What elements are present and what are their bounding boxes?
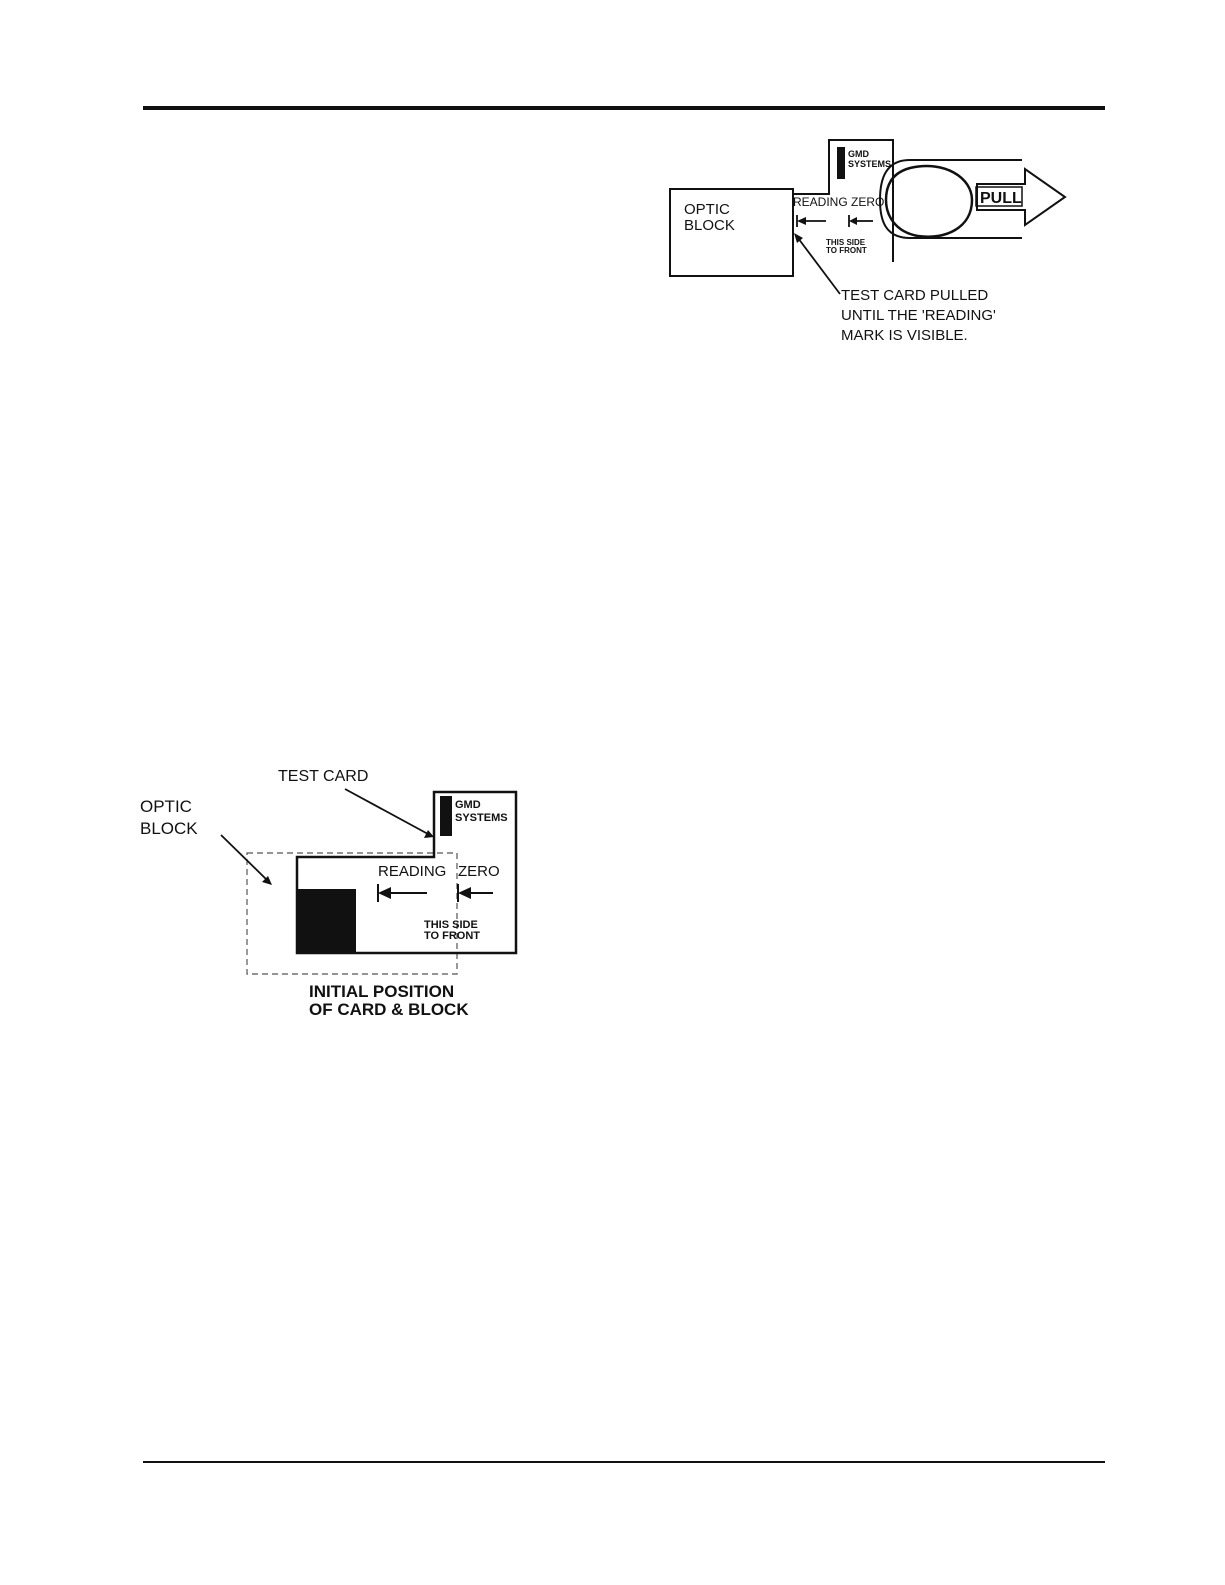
optic-block-label: OPTIC xyxy=(140,797,192,816)
systems-label: SYSTEMS xyxy=(848,159,891,169)
test-card-arrowhead xyxy=(424,830,434,838)
reading-label: READING xyxy=(793,195,848,209)
zero-label: ZERO xyxy=(458,863,500,880)
pull-label: PULL xyxy=(980,190,1022,207)
gmd-label: GMD xyxy=(848,149,869,159)
optic-block-label-2: BLOCK xyxy=(140,819,198,838)
callout-line-2: UNTIL THE 'READING' xyxy=(841,307,996,324)
reading-arrow-icon xyxy=(797,215,826,227)
optic-block-leader xyxy=(221,835,267,880)
optic-block-label: OPTIC xyxy=(684,201,730,218)
gmd-logo-bar xyxy=(837,147,845,179)
finger-hole xyxy=(886,166,972,237)
callout-line-1: TEST CARD PULLED xyxy=(841,287,988,304)
gmd-logo-bar xyxy=(440,796,452,836)
zero-label: ZERO xyxy=(851,195,884,209)
test-card-leader xyxy=(345,789,428,834)
card-window xyxy=(298,889,356,952)
to-front-label: TO FRONT xyxy=(424,930,480,942)
systems-label: SYSTEMS xyxy=(455,812,508,824)
callout-line-3: MARK IS VISIBLE. xyxy=(841,327,968,344)
figure-card-pulled: GMD SYSTEMS OPTIC BLOCK READING ZERO THI… xyxy=(670,140,1065,344)
test-card-label: TEST CARD xyxy=(278,768,368,785)
zero-arrow-icon xyxy=(458,884,493,902)
gmd-label: GMD xyxy=(455,799,481,811)
zero-arrow-icon xyxy=(849,215,873,227)
caption-line-2: OF CARD & BLOCK xyxy=(309,1000,469,1019)
reading-label: READING xyxy=(378,863,446,880)
reading-arrow-icon xyxy=(378,884,427,902)
caption-line-1: INITIAL POSITION xyxy=(309,982,454,1001)
optic-block-label-2: BLOCK xyxy=(684,217,735,234)
figure-initial-position: TEST CARD OPTIC BLOCK GMD SYSTEMS READIN… xyxy=(140,768,516,1019)
to-front-label: TO FRONT xyxy=(826,246,867,255)
